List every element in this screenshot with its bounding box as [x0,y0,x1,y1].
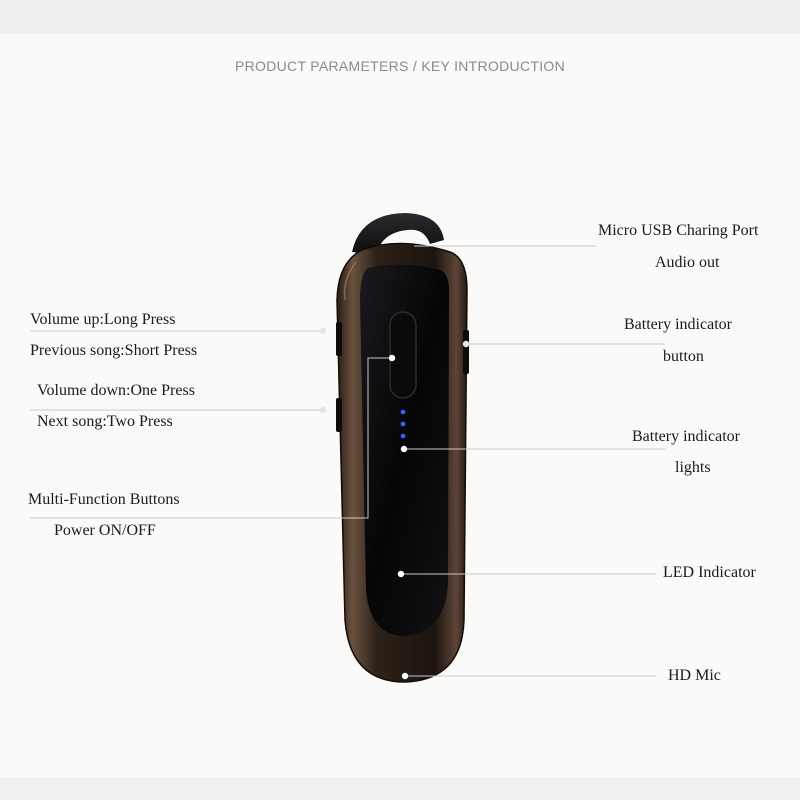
volume-up-side-button [336,322,342,356]
top-band [0,0,800,34]
page-title: PRODUCT PARAMETERS / KEY INTRODUCTION [234,58,566,74]
label-hd-mic: HD Mic [668,667,721,684]
multi-function-button [389,311,417,399]
ear-hook [352,213,444,255]
label-audio-out: Audio out [655,254,720,271]
battery-led-3 [400,433,406,439]
label-battery-indicator-lights-line1: Battery indicator [632,428,740,445]
label-previous-song: Previous song:Short Press [30,342,198,359]
label-multi-function-buttons: Multi-Function Buttons [28,491,180,508]
label-next-song: Next song:Two Press [37,413,173,430]
bottom-band [0,778,800,800]
leader-lines [30,245,665,677]
label-led-indicator: LED Indicator [663,564,756,581]
volume-down-side-button [336,398,342,432]
battery-side-button [463,330,469,374]
marker-dots [319,327,470,680]
label-micro-usb-port: Micro USB Charing Port [598,222,759,239]
label-volume-down: Volume down:One Press [37,382,195,399]
label-power-on-off: Power ON/OFF [54,522,156,539]
label-battery-indicator-lights-line2: lights [675,459,711,476]
battery-led-2 [400,421,406,427]
label-volume-up: Volume up:Long Press [30,311,176,328]
label-battery-indicator-button-line1: Battery indicator [624,316,732,333]
label-battery-indicator-button-line2: button [663,348,704,365]
battery-led-1 [400,409,406,415]
